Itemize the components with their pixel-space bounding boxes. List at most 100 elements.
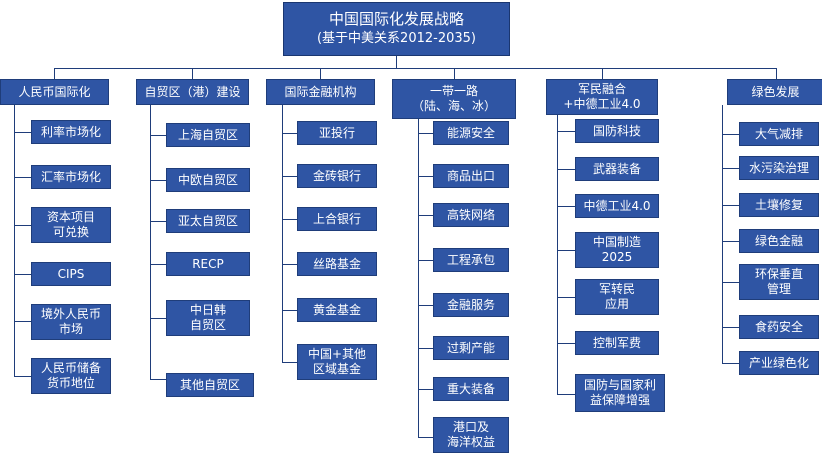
item-sco-bank: 上合银行: [297, 207, 377, 231]
item-emission-reduction: 大气减排: [739, 122, 819, 146]
item-shanghai-ftz: 上海自贸区: [166, 123, 250, 147]
trunk-line: [54, 68, 776, 69]
category-military-civil: 军民融合 +中德工业4.0: [546, 79, 658, 115]
branch-4-5: [557, 343, 575, 344]
item-financial-services: 金融服务: [433, 293, 509, 317]
item-high-speed-rail: 高铁网络: [433, 203, 509, 227]
item-capital-account: 资本项目 可兑换: [31, 207, 111, 243]
item-other-ftz: 其他自贸区: [166, 373, 254, 397]
branch-0-3: [14, 274, 31, 275]
root-title: 中国国际化发展战略: [328, 9, 464, 28]
branch-1-4: [150, 318, 166, 319]
category-financial-institutions: 国际金融机构: [266, 79, 375, 105]
branch-2-4: [282, 310, 297, 311]
item-defense-tech: 国防科技: [575, 119, 659, 143]
branch-2-3: [282, 264, 297, 265]
branch-1-5: [150, 379, 166, 380]
item-food-drug-safety: 食药安全: [739, 315, 819, 339]
cat-drop-3: [454, 68, 455, 79]
branch-4-4: [557, 297, 575, 298]
branch-3-7: [418, 437, 433, 438]
branch-1-1: [150, 180, 166, 181]
branch-3-3: [418, 260, 433, 261]
item-gold-fund: 黄金基金: [297, 298, 377, 322]
item-aiib: 亚投行: [297, 121, 377, 145]
category-free-trade-zone: 自贸区（港）建设: [136, 79, 249, 105]
item-brics-bank: 金砖银行: [297, 164, 377, 188]
item-recp: RECP: [166, 252, 250, 276]
item-ports-maritime: 港口及 海洋权益: [433, 417, 509, 453]
category-renminbi: 人民币国际化: [0, 79, 109, 105]
branch-5-0: [722, 134, 739, 135]
branch-2-1: [282, 176, 297, 177]
item-water-pollution: 水污染治理: [739, 156, 819, 180]
spine-2: [282, 105, 283, 362]
cat-drop-0: [54, 68, 55, 79]
branch-5-6: [722, 363, 739, 364]
item-asia-pacific-ftz: 亚太自贸区: [166, 209, 250, 233]
item-made-in-china: 中国制造 2025: [575, 232, 659, 268]
branch-3-5: [418, 348, 433, 349]
item-sino-german-industry: 中德工业4.0: [575, 194, 659, 218]
item-cips: CIPS: [31, 262, 111, 286]
branch-2-0: [282, 133, 297, 134]
item-env-vertical-management: 环保垂直 管理: [739, 264, 819, 300]
branch-3-1: [418, 176, 433, 177]
branch-5-4: [722, 282, 739, 283]
root-subtitle: (基于中美关系2012-2035): [316, 31, 476, 47]
item-weapons-equipment: 武器装备: [575, 157, 659, 181]
branch-0-2: [14, 225, 31, 226]
branch-0-5: [14, 376, 31, 377]
spine-4: [557, 115, 558, 394]
branch-4-0: [557, 131, 575, 132]
item-cjk-ftz: 中日韩 自贸区: [166, 300, 250, 336]
branch-1-0: [150, 135, 166, 136]
item-military-spending: 控制军费: [575, 331, 659, 355]
item-regional-funds: 中国+其他 区域基金: [297, 344, 377, 380]
cat-drop-4: [602, 68, 603, 79]
item-military-to-civil: 军转民 应用: [575, 279, 659, 315]
branch-5-3: [722, 241, 739, 242]
cat-drop-5: [776, 68, 777, 79]
branch-3-6: [418, 389, 433, 390]
branch-5-1: [722, 168, 739, 169]
spine-0: [14, 105, 15, 376]
root-node: 中国国际化发展战略 (基于中美关系2012-2035): [283, 2, 510, 56]
cat-drop-2: [320, 68, 321, 79]
cat-drop-1: [192, 68, 193, 79]
branch-0-4: [14, 321, 31, 322]
item-major-equipment: 重大装备: [433, 377, 509, 401]
root-stem-line: [396, 56, 397, 68]
branch-4-3: [557, 250, 575, 251]
branch-1-3: [150, 264, 166, 265]
branch-2-5: [282, 362, 297, 363]
item-exchange-rate: 汇率市场化: [31, 165, 111, 189]
item-offshore-rmb: 境外人民币 市场: [31, 304, 111, 340]
branch-4-2: [557, 206, 575, 207]
spine-5: [722, 105, 723, 363]
item-industry-greening: 产业绿色化: [739, 351, 819, 375]
item-engineering-contracting: 工程承包: [433, 248, 509, 272]
branch-4-1: [557, 169, 575, 170]
item-soil-remediation: 土壤修复: [739, 193, 819, 217]
branch-2-2: [282, 219, 297, 220]
branch-3-2: [418, 215, 433, 216]
branch-0-0: [14, 132, 31, 133]
item-excess-capacity: 过剩产能: [433, 336, 509, 360]
branch-3-0: [418, 133, 433, 134]
branch-4-6: [557, 394, 575, 395]
category-belt-and-road: 一带一路 （陆、海、冰）: [392, 79, 516, 119]
branch-5-5: [722, 327, 739, 328]
item-interest-rate: 利率市场化: [31, 120, 111, 144]
item-china-eu-ftz: 中欧自贸区: [166, 168, 250, 192]
branch-0-1: [14, 177, 31, 178]
branch-3-4: [418, 305, 433, 306]
item-reserve-currency: 人民币储备 货币地位: [31, 358, 111, 394]
category-green-development: 绿色发展: [727, 79, 822, 105]
spine-3: [418, 119, 419, 437]
item-commodity-export: 商品出口: [433, 164, 509, 188]
branch-5-2: [722, 205, 739, 206]
item-national-defense-interests: 国防与国家利 益保障增强: [575, 374, 665, 412]
branch-1-2: [150, 221, 166, 222]
item-green-finance: 绿色金融: [739, 229, 819, 253]
